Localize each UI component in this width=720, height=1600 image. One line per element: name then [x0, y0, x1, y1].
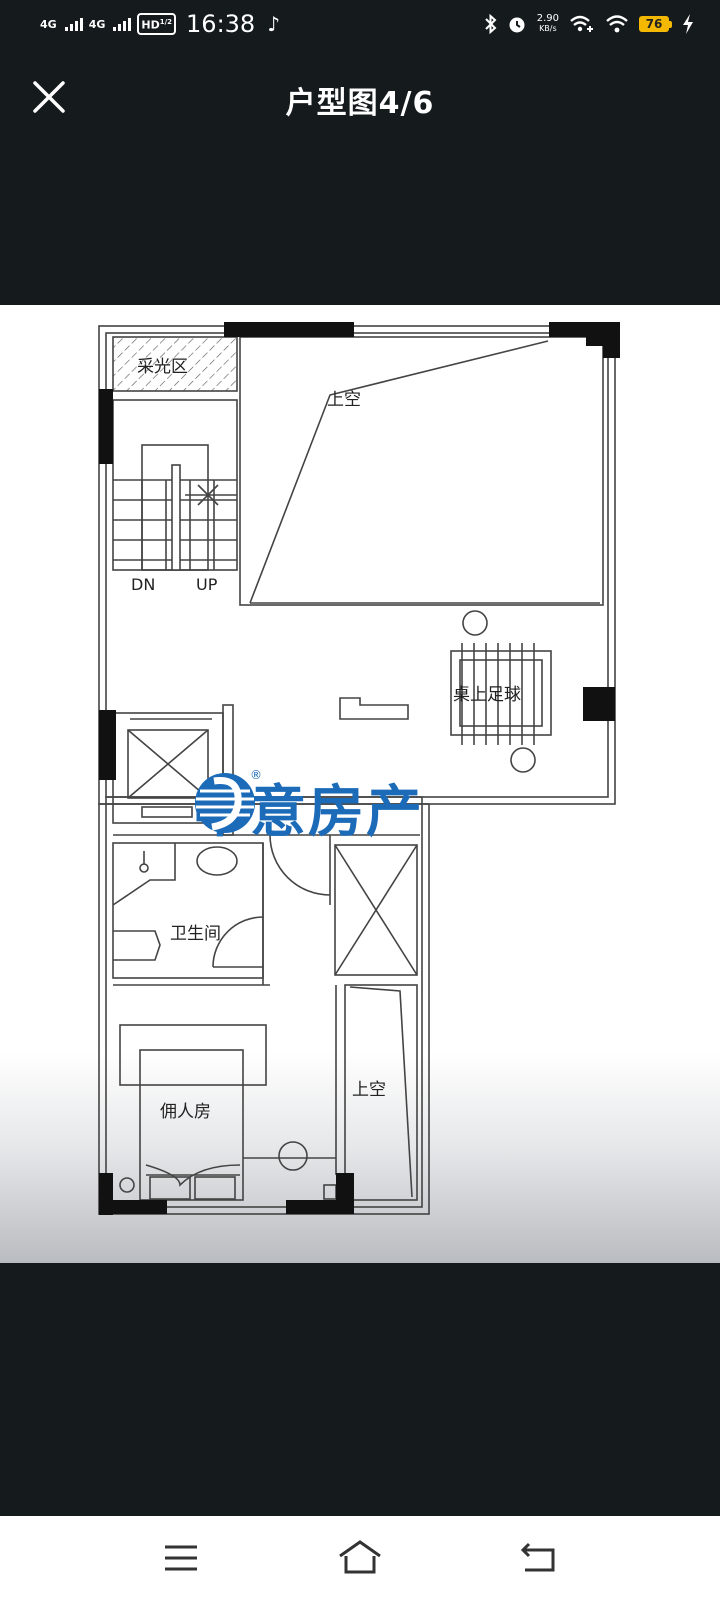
back-button[interactable]: [515, 1534, 563, 1582]
label-bathroom: 卫生间: [170, 924, 221, 944]
close-icon: [33, 81, 65, 113]
floorplan-drawing: 采光区 上空 DN UP 桌上足球 卫生间 佣人房 上空: [98, 322, 620, 1215]
back-icon: [520, 1542, 555, 1572]
label-dn: DN: [131, 575, 155, 594]
menu-icon: [165, 1545, 197, 1571]
battery-icon: 76: [639, 16, 672, 32]
registered-mark: ®: [250, 768, 262, 782]
network-type-2: 4G: [88, 17, 106, 31]
signal-icon: [113, 17, 132, 31]
watermark: ® 中意房产: [192, 767, 424, 848]
close-button[interactable]: [28, 76, 70, 118]
hd-badge: HD1/2: [137, 13, 177, 35]
label-servant-room: 佣人房: [160, 1102, 211, 1122]
page-title: 户型图4/6: [285, 86, 435, 121]
bluetooth-icon: [485, 14, 497, 34]
clock: 16:38: [186, 10, 256, 38]
charging-icon: [683, 14, 693, 34]
wifi-plus-icon: [570, 15, 593, 32]
wifi-icon: [606, 15, 628, 33]
label-up: UP: [196, 575, 218, 594]
floorplan-image[interactable]: 采光区 上空 DN UP 桌上足球 卫生间 佣人房 上空 ® 中意房产: [0, 305, 720, 1263]
signal-icon: [64, 17, 83, 31]
network-type-1: 4G: [40, 17, 57, 31]
menu-button[interactable]: [157, 1534, 205, 1582]
tiktok-icon: ♪: [267, 12, 280, 36]
brand-logo-icon: ®: [195, 768, 262, 833]
home-button[interactable]: [336, 1534, 384, 1582]
label-foosball: 桌上足球: [453, 685, 521, 705]
nav-bar: [0, 1516, 720, 1600]
home-icon: [339, 1540, 381, 1574]
label-skylight: 采光区: [137, 357, 188, 377]
label-void-bottom: 上空: [352, 1080, 386, 1100]
alarm-icon: [509, 17, 525, 33]
label-void-top: 上空: [327, 390, 361, 410]
